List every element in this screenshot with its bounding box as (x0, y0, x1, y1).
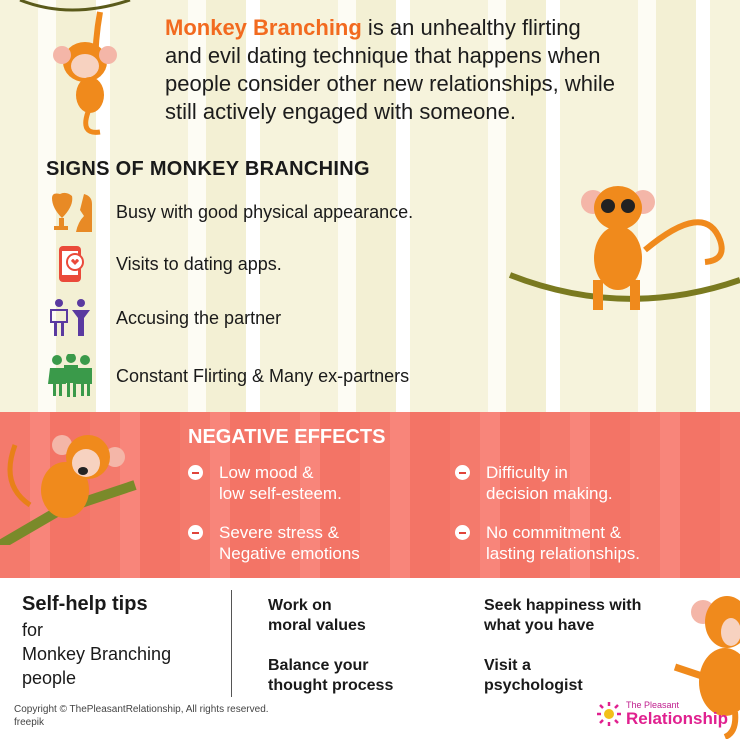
minus-circle-icon (455, 525, 470, 540)
tips-sub-line: for (22, 620, 44, 640)
effect-line: low self-esteem. (219, 484, 342, 503)
sign-item: Busy with good physical appearance. (46, 192, 413, 232)
effect-line: Severe stress & (219, 523, 339, 542)
tips-heading: Self-help tips (22, 593, 148, 615)
intro-line: is an unhealthy flirting (361, 15, 581, 40)
minus-circle-icon (188, 465, 203, 480)
self-help-section (0, 578, 740, 739)
intro-line: and evil dating technique that happens w… (165, 43, 601, 68)
sign-text: Accusing the partner (116, 307, 282, 328)
tips-sub-line: Monkey Branching (22, 644, 172, 664)
effect-line: lasting relationships. (486, 544, 641, 563)
logo-big-text: Relationship (626, 709, 729, 728)
tip-item: Visit a psychologist (484, 656, 583, 696)
signs-title: SIGNS OF MONKEY BRANCHING (46, 158, 370, 180)
meditating-monkey-illustration (673, 596, 740, 739)
sitting-monkey-illustration (0, 435, 137, 545)
sign-item: Accusing the partner (46, 298, 281, 338)
tip-line: moral values (268, 617, 366, 634)
brand-logo: The Pleasant Relationship (596, 700, 728, 727)
sign-item: Constant Flirting & Many ex-partners (46, 354, 410, 397)
phone-heart-icon (46, 244, 96, 284)
sign-text: Busy with good physical appearance. (116, 201, 414, 222)
logo-small-text: The Pleasant (626, 700, 680, 710)
group-people-icon (46, 354, 96, 397)
effect-line: Negative emotions (219, 544, 360, 563)
effect-line: decision making. (486, 484, 613, 503)
tip-line: Visit a (484, 657, 531, 674)
minus-circle-icon (455, 465, 470, 480)
negative-effects-title: NEGATIVE EFFECTS (188, 426, 386, 448)
tips-subheading: for Monkey Branching people (22, 618, 171, 690)
intro-line: still actively engaged with someone. (165, 99, 516, 124)
intro-paragraph: Monkey Branching is an unhealthy flirtin… (165, 14, 615, 126)
tip-item: Work on moral values (268, 596, 366, 636)
copyright-notice: Copyright © ThePleasantRelationship, All… (14, 703, 269, 729)
divider (231, 590, 232, 697)
effect-line: Low mood & (219, 463, 314, 482)
negative-effect-item: Difficulty in decision making. (455, 462, 613, 504)
accusing-people-icon (46, 298, 96, 338)
sun-logo-icon (597, 701, 621, 726)
credit-text: freepik (14, 717, 45, 728)
intro-highlight: Monkey Branching (165, 15, 362, 40)
tip-item: Balance your thought process (268, 656, 393, 696)
sign-text: Constant Flirting & Many ex-partners (116, 365, 410, 386)
vanity-silhouette-icon (46, 192, 96, 232)
sunglasses-monkey-illustration (508, 186, 740, 310)
sign-item: Visits to dating apps. (46, 244, 282, 284)
tip-line: Balance your (268, 657, 369, 674)
tip-line: Work on (268, 597, 332, 614)
tip-line: psychologist (484, 677, 583, 694)
negative-effect-item: Low mood & low self-esteem. (188, 462, 342, 504)
tip-line: thought process (268, 677, 394, 694)
tip-line: what you have (484, 617, 595, 634)
tip-line: Seek happiness with (484, 597, 642, 614)
tip-item: Seek happiness with what you have (484, 596, 641, 636)
negative-effects-band (0, 412, 740, 578)
hanging-monkey-illustration (19, 0, 131, 135)
negative-effect-item: No commitment & lasting relationships. (455, 522, 640, 564)
effect-line: No commitment & (486, 523, 622, 542)
tips-sub-line: people (22, 668, 77, 688)
sign-text: Visits to dating apps. (116, 253, 282, 274)
negative-effect-item: Severe stress & Negative emotions (188, 522, 360, 564)
copyright-text: Copyright © ThePleasantRelationship, All… (14, 704, 269, 715)
intro-line: people consider other new relationships,… (165, 71, 616, 96)
minus-circle-icon (188, 525, 203, 540)
effect-line: Difficulty in (486, 463, 568, 482)
